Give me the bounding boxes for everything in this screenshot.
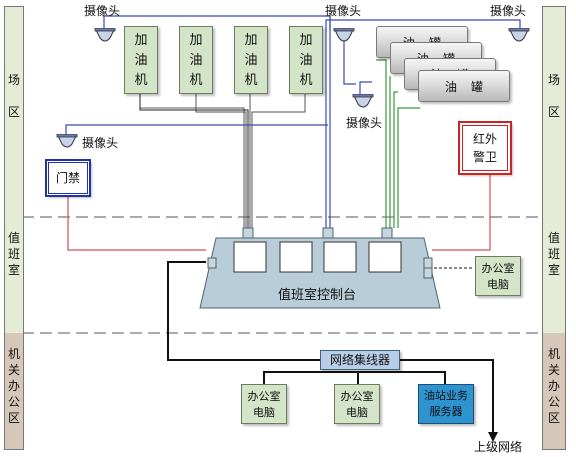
- right-zone-duty: [543, 217, 565, 333]
- console-shape: [199, 227, 441, 309]
- pump-cables: [139, 94, 306, 228]
- uplink-label: 上级网络: [474, 440, 523, 454]
- fuel-dispenser-1: 加 油 机: [124, 26, 158, 94]
- right-label-office: 机 关 办 公 区: [547, 347, 560, 425]
- infrared-guard-box: 红外 警卫: [458, 121, 512, 175]
- office-pc-1: 办公室 电脑: [241, 384, 287, 424]
- alarm-cables: [67, 174, 491, 251]
- camera-icon: [352, 94, 374, 108]
- network-hub-label: 网络集线器: [329, 353, 390, 367]
- left-label-duty: 值 班 室: [7, 231, 20, 277]
- office-pc-2: 办公室 电脑: [334, 384, 380, 424]
- network-hub: 网络集线器: [320, 350, 400, 370]
- oil-tank-4: 油罐: [418, 70, 510, 102]
- camera-icon: [56, 134, 78, 148]
- camera-cables: [65, 15, 521, 228]
- left-zone-office: [5, 333, 23, 449]
- right-zone-rail: [542, 6, 566, 450]
- office-pc-duty: 办公室 电脑: [475, 256, 521, 296]
- camera-label-tank-side: 摄像头: [346, 116, 383, 130]
- right-label-site: 场 区: [547, 73, 560, 119]
- access-control-box: 门禁: [45, 159, 91, 197]
- left-zone-duty: [5, 217, 23, 333]
- camera-label-top-middle: 摄像头: [325, 4, 362, 18]
- console-label: 值班室控制台: [278, 288, 357, 303]
- camera-icon: [508, 28, 530, 42]
- right-zone-site: [543, 7, 565, 217]
- access-control-label: 门禁: [55, 171, 80, 185]
- tank-cables: [376, 59, 420, 228]
- left-label-office: 机 关 办 公 区: [7, 347, 20, 425]
- camera-label-mid-left: 摄像头: [82, 136, 119, 150]
- network-cables: [167, 261, 494, 434]
- camera-label-top-left: 摄像头: [84, 4, 121, 18]
- left-zone-site: [5, 7, 23, 217]
- infrared-guard-label: 红外 警卫: [472, 132, 497, 164]
- uplink-arrow: [488, 432, 498, 442]
- fuel-dispenser-2: 加 油 机: [179, 26, 213, 94]
- business-server: 油站业务 服务器: [418, 384, 474, 424]
- camera-icon: [333, 28, 355, 42]
- right-label-duty: 值 班 室: [547, 231, 560, 277]
- fuel-dispenser-3: 加 油 机: [234, 26, 268, 94]
- left-label-site: 场 区: [7, 73, 20, 119]
- business-server-label: 油站业务 服务器: [424, 389, 468, 418]
- left-zone-rail: [4, 6, 24, 450]
- camera-icon: [94, 28, 116, 42]
- camera-label-top-right: 摄像头: [490, 4, 527, 18]
- right-zone-office: [543, 333, 565, 449]
- fuel-dispenser-4: 加 油 机: [289, 26, 323, 94]
